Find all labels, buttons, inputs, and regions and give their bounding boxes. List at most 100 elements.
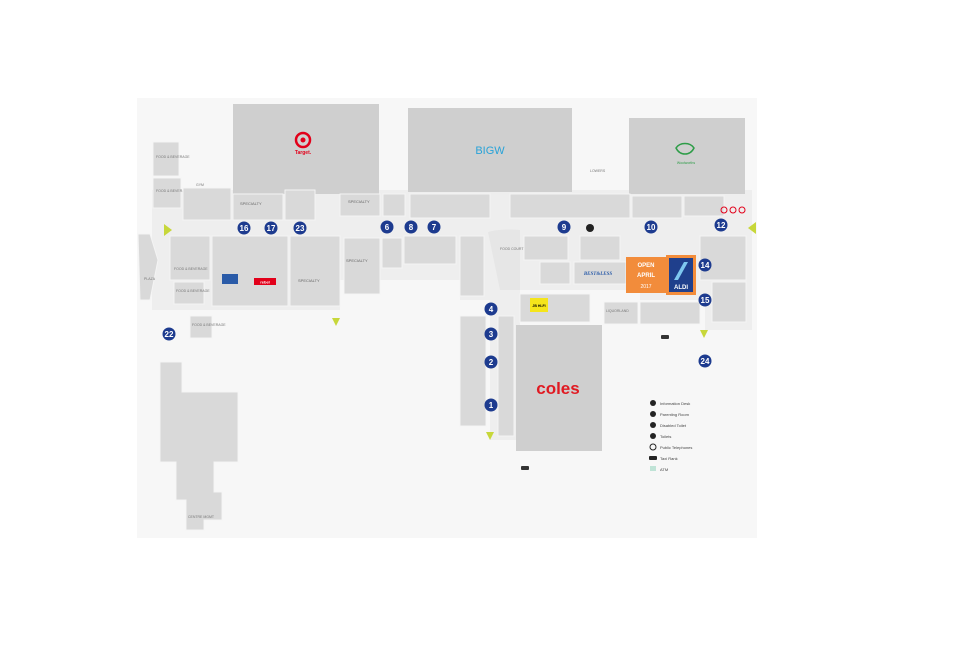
coles-logo: coles	[536, 379, 579, 398]
toilets-icon[interactable]	[729, 206, 737, 214]
jb-hifi-logo	[530, 298, 548, 312]
entrance-circle[interactable]	[644, 220, 658, 234]
entrance-circle[interactable]	[380, 220, 394, 234]
entrance-number: 9	[562, 223, 567, 232]
shop-block[interactable]	[173, 281, 205, 305]
entry-arrow-icon[interactable]	[332, 318, 340, 326]
shop-block[interactable]	[152, 177, 182, 209]
entrance-marker-10[interactable]: 10	[644, 220, 658, 234]
shop-block[interactable]	[339, 193, 381, 217]
entry-arrow-icon[interactable]	[486, 432, 494, 440]
entrance-number: 22	[165, 330, 174, 339]
shop-block[interactable]	[169, 235, 211, 281]
shop-block[interactable]	[497, 315, 515, 437]
shop-block[interactable]	[152, 141, 180, 177]
disabled-toilet-icon[interactable]	[738, 206, 746, 214]
entrance-marker-15[interactable]: 15	[698, 293, 712, 307]
entrance-number: 8	[409, 223, 414, 232]
shop-block[interactable]	[211, 235, 289, 307]
shop-block[interactable]	[683, 195, 725, 217]
aldi-promo-line2: APRIL	[637, 273, 655, 279]
map-legend: Information Desk Parenting Room Disabled…	[649, 400, 692, 472]
entrance-circle[interactable]	[237, 221, 251, 235]
entry-arrow-icon[interactable]	[748, 222, 756, 234]
entrance-circle[interactable]	[484, 302, 498, 316]
shop-block[interactable]	[523, 235, 569, 261]
shop-block[interactable]	[284, 189, 316, 221]
shop-block[interactable]	[403, 235, 457, 265]
entrance-marker-14[interactable]: 14	[698, 258, 712, 272]
shop-block[interactable]	[232, 193, 284, 221]
shop-block[interactable]	[579, 235, 621, 261]
target-store[interactable]	[233, 104, 379, 194]
entrance-marker-16[interactable]: 16	[237, 221, 251, 235]
entrance-circle[interactable]	[404, 220, 418, 234]
entrance-circle[interactable]	[484, 355, 498, 369]
taxi-icon	[649, 456, 657, 460]
entrance-marker-4[interactable]: 4	[484, 302, 498, 316]
aldi-promo-line3: 2017	[640, 284, 651, 290]
shop-block[interactable]	[603, 301, 639, 325]
entrance-marker-24[interactable]: 24	[698, 354, 712, 368]
entrance-marker-1[interactable]: 1	[484, 398, 498, 412]
shop-block[interactable]	[382, 193, 406, 217]
information-icon	[650, 400, 656, 406]
plaza-block[interactable]	[137, 233, 159, 301]
entrance-circle[interactable]	[264, 221, 278, 235]
information-icon[interactable]	[586, 224, 594, 232]
aldi-promo-banner	[626, 257, 666, 293]
entrance-marker-12[interactable]: 12	[714, 218, 728, 232]
entrance-circle[interactable]	[484, 327, 498, 341]
shop-block[interactable]	[459, 315, 487, 427]
shop-block[interactable]	[189, 315, 213, 339]
coles-store[interactable]	[516, 325, 602, 451]
shop-block[interactable]	[289, 235, 341, 307]
shop-block[interactable]	[409, 193, 491, 219]
shop-block[interactable]	[381, 237, 403, 269]
entrance-marker-7[interactable]: 7	[427, 220, 441, 234]
entrance-circle[interactable]	[162, 327, 176, 341]
shop-block[interactable]	[509, 193, 631, 219]
entrance-marker-6[interactable]: 6	[380, 220, 394, 234]
rebel-label: rebel	[260, 280, 270, 285]
entrance-marker-8[interactable]: 8	[404, 220, 418, 234]
entry-arrow-icon[interactable]	[164, 224, 172, 236]
entrance-circle[interactable]	[293, 221, 307, 235]
entrance-marker-9[interactable]: 9	[557, 220, 571, 234]
woolworths-store[interactable]	[629, 118, 745, 194]
lower-left-block[interactable]	[159, 361, 239, 531]
entrance-circle[interactable]	[484, 398, 498, 412]
entrance-number: 14	[701, 261, 710, 270]
entrance-circle[interactable]	[698, 293, 712, 307]
entrance-circle[interactable]	[557, 220, 571, 234]
shop-block[interactable]	[639, 301, 701, 325]
entrance-marker-23[interactable]: 23	[293, 221, 307, 235]
food-beverage-label: FOOD & BEVERAGE	[156, 189, 190, 193]
shop-block[interactable]	[182, 187, 232, 221]
food-court-area[interactable]	[488, 229, 520, 290]
shop-block[interactable]	[459, 235, 485, 297]
entrance-circle[interactable]	[698, 354, 712, 368]
entry-arrow-icon[interactable]	[700, 330, 708, 338]
entrance-marker-22[interactable]: 22	[162, 327, 176, 341]
telephone-icon[interactable]	[720, 206, 728, 214]
shop-block[interactable]	[631, 195, 683, 219]
entrance-marker-17[interactable]: 17	[264, 221, 278, 235]
entrance-circle[interactable]	[427, 220, 441, 234]
aldi-logo-stripes	[674, 262, 688, 280]
entrance-circle[interactable]	[698, 258, 712, 272]
shop-block[interactable]	[711, 281, 747, 323]
shop-block[interactable]	[539, 261, 571, 285]
store-logo	[222, 274, 238, 284]
svg-text:Woolworths: Woolworths	[677, 161, 695, 165]
entrance-number: 17	[267, 224, 276, 233]
entrance-marker-3[interactable]: 3	[484, 327, 498, 341]
shop-block[interactable]	[699, 235, 747, 281]
specialty-label: SPECIALTY	[298, 278, 320, 283]
entrance-marker-2[interactable]: 2	[484, 355, 498, 369]
food-court-label: FOOD COURT	[500, 247, 524, 251]
entrance-circle[interactable]	[714, 218, 728, 232]
specialty-label: SPECIALTY	[240, 201, 262, 206]
bigw-store[interactable]	[408, 108, 572, 192]
shop-block[interactable]	[343, 237, 381, 295]
